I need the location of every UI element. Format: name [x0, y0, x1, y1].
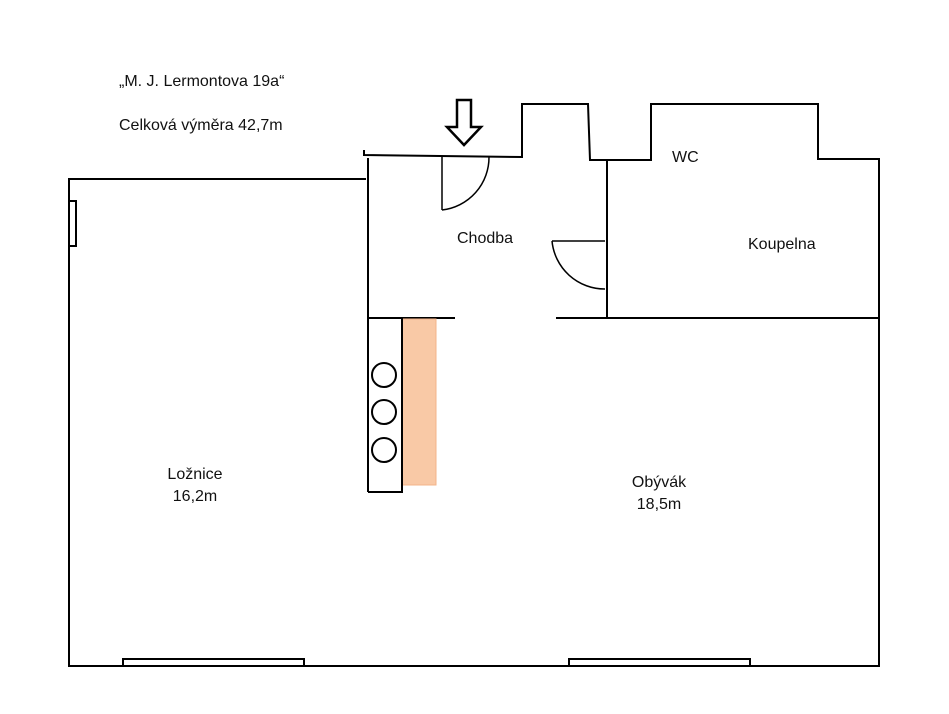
address-label: „M. J. Lermontova 19a“: [119, 73, 285, 90]
door-swing-icon: [441, 156, 490, 211]
room-living: Obývák 18,5m: [614, 473, 704, 514]
window-living-bottom: [568, 658, 751, 667]
room-name-hallway: Chodba: [457, 230, 514, 247]
entrance-arrow-icon: [444, 98, 484, 147]
room-bedroom: Ložnice 16,2m: [150, 465, 240, 506]
room-name-bathroom: Koupelna: [748, 236, 816, 253]
room-name-bedroom: Ložnice: [167, 466, 223, 483]
window-bedroom-bottom: [122, 658, 305, 667]
room-name-living: Obývák: [631, 474, 687, 491]
circle-icon: [371, 399, 397, 425]
outer-wall-top: [363, 103, 879, 161]
outer-wall-left: [68, 158, 880, 667]
circle-icon: [371, 437, 397, 463]
room-area-living: 18,5m: [636, 496, 682, 514]
window-bedroom-side: [68, 200, 77, 247]
wardrobe-fill: [401, 318, 437, 486]
wardrobe-outline: [368, 317, 403, 493]
circle-icon: [371, 362, 397, 388]
door-swing-icon: [551, 240, 606, 290]
room-area-bedroom: 16,2m: [172, 488, 218, 506]
total-area-label: Celková výměra 42,7m: [119, 117, 283, 134]
room-name-wc: WC: [672, 149, 699, 166]
